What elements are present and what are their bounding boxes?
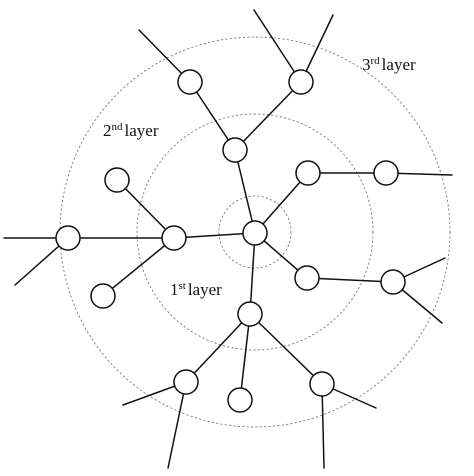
edge xyxy=(185,313,251,383)
edge xyxy=(306,277,394,283)
ring-layer-2 xyxy=(136,113,374,351)
node-center xyxy=(242,220,268,246)
node xyxy=(288,69,314,95)
node xyxy=(90,283,116,309)
edge xyxy=(234,149,256,234)
node xyxy=(227,387,253,413)
nodes xyxy=(55,69,406,413)
node xyxy=(173,369,199,395)
edge xyxy=(249,232,256,315)
node xyxy=(177,69,203,95)
edge xyxy=(189,81,236,151)
edge xyxy=(254,172,309,234)
edge xyxy=(249,313,323,385)
edge xyxy=(116,179,175,239)
node xyxy=(380,269,406,295)
node xyxy=(104,167,130,193)
node xyxy=(294,265,320,291)
edge xyxy=(173,232,256,239)
edge xyxy=(239,313,251,401)
edge xyxy=(321,383,325,469)
node xyxy=(373,160,399,186)
node xyxy=(161,225,187,251)
node xyxy=(295,160,321,186)
node xyxy=(309,371,335,397)
ring-layer-1 xyxy=(218,195,292,269)
edge xyxy=(102,237,175,297)
edge xyxy=(167,381,187,469)
node xyxy=(237,301,263,327)
node xyxy=(222,137,248,163)
edge xyxy=(253,9,302,83)
node xyxy=(55,225,81,251)
edge xyxy=(234,81,302,151)
